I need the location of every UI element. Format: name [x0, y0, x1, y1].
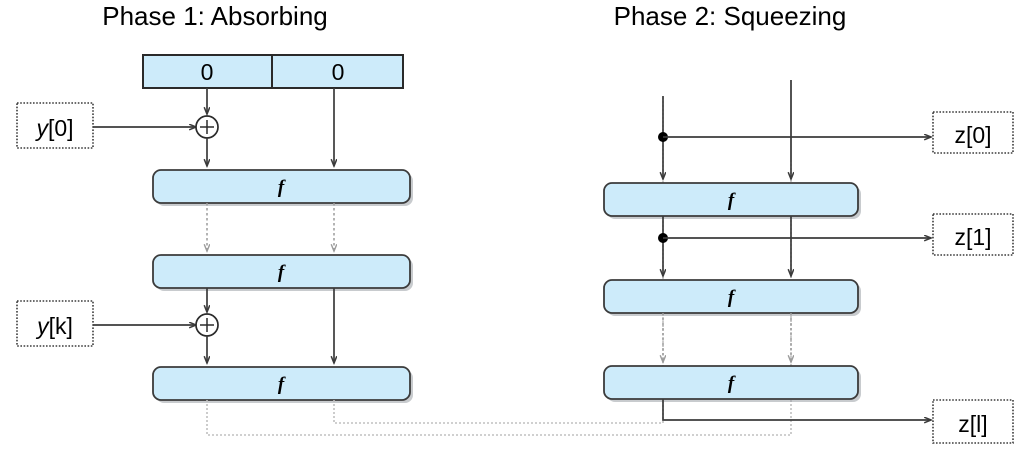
p2-f3-label: f	[728, 373, 736, 394]
p1-f3-label: f	[278, 374, 286, 395]
xor-node-0	[195, 115, 219, 139]
output-z0-label: z[0]	[954, 122, 991, 148]
output-zl: z[l]	[932, 399, 1014, 444]
permutation-block-p2-f2: f	[603, 279, 861, 316]
rate-cell-value: 0	[201, 59, 214, 85]
p1-f2-label: f	[278, 262, 286, 283]
permutation-block-p1-f2: f	[152, 254, 413, 291]
p1-f1-box	[152, 169, 411, 204]
p2-f1-box	[603, 182, 859, 217]
phase1-title: Phase 1: Absorbing	[102, 1, 328, 31]
input-yk-label: y[k]	[35, 313, 73, 339]
output-z0-box	[932, 111, 1014, 154]
output-z1-box	[932, 213, 1014, 256]
p2-f2-label: f	[728, 287, 736, 308]
input-y0-label: y[0]	[34, 115, 73, 141]
input-yk: y[k]	[16, 300, 94, 347]
input-y0-box	[16, 102, 94, 149]
input-yk-var: y	[35, 313, 50, 339]
permutation-block-p1-f3: f	[152, 366, 413, 403]
permutation-block-p2-f1: f	[603, 182, 861, 219]
output-z0: z[0]	[932, 111, 1014, 154]
wire-f3-to-zl	[662, 399, 931, 420]
p1-f1-label: f	[278, 177, 286, 198]
input-yk-box	[16, 300, 94, 347]
p1-f3-box	[152, 366, 411, 401]
input-y0-var: y	[34, 115, 49, 141]
input-y0: y[0]	[16, 102, 94, 149]
output-zl-box	[932, 399, 1014, 444]
output-z1-label: z[1]	[954, 224, 991, 250]
p1-f2-box	[152, 254, 411, 289]
output-z1: z[1]	[932, 213, 1014, 256]
xor-node-k	[195, 313, 219, 337]
p2-f2-box	[603, 279, 859, 314]
phase2-title: Phase 2: Squeezing	[614, 1, 847, 31]
capacity-cell-value: 0	[332, 59, 345, 85]
p2-f3-box	[603, 365, 859, 400]
p2-f1-label: f	[728, 190, 736, 211]
initial-state-register: 0 0	[142, 54, 404, 89]
input-y0-index: [0]	[48, 115, 74, 141]
output-zl-label: z[l]	[958, 411, 987, 437]
permutation-block-p1-f1: f	[152, 169, 413, 206]
input-yk-index: [k]	[49, 313, 73, 339]
permutation-block-p2-f3: f	[603, 365, 861, 402]
